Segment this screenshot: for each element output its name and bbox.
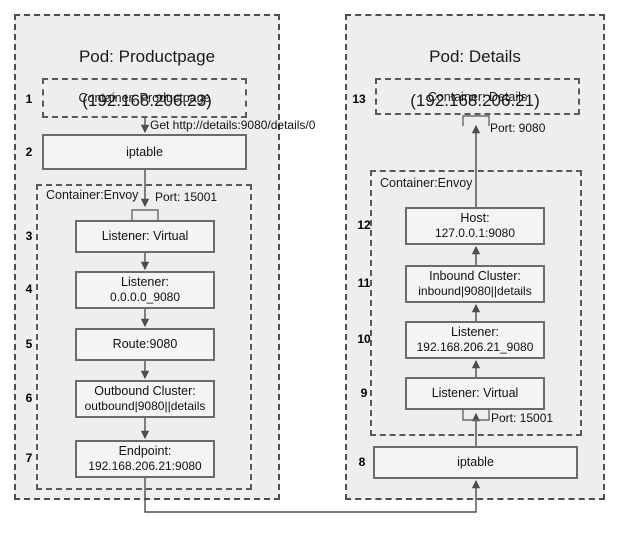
step-number-5: 5	[25, 337, 33, 351]
step-number-7: 7	[25, 451, 33, 465]
node-right-listener-9080-label: Listener:	[451, 325, 499, 339]
edge-label-right-port-9080: Port: 9080	[490, 121, 546, 135]
node-left-listener-9080-label: Listener:	[121, 275, 169, 289]
node-left-outbound-cluster[interactable]: Outbound Cluster: outbound|9080||details	[75, 380, 215, 418]
step-number-13: 13	[352, 92, 366, 106]
step-number-3: 3	[25, 229, 33, 243]
step-number-1: 1	[25, 92, 33, 106]
node-right-inbound-cluster-label: Inbound Cluster:	[429, 269, 521, 283]
step-number-8: 8	[358, 455, 366, 469]
node-left-listener-9080[interactable]: Listener: 0.0.0.0_9080	[75, 271, 215, 309]
container-right-envoy-label: Container:Envoy	[378, 176, 475, 190]
node-right-listener-virtual[interactable]: Listener: Virtual	[405, 377, 545, 410]
container-details-label: Container: Details	[427, 90, 528, 104]
step-number-10: 10	[357, 332, 371, 346]
container-left-envoy	[36, 184, 252, 490]
node-left-route-9080-label: Route:9080	[112, 337, 178, 351]
node-left-listener-virtual-label: Listener: Virtual	[101, 229, 189, 243]
pod-details-title-line2: (192.168.206.21)	[410, 91, 540, 110]
node-left-listener-virtual[interactable]: Listener: Virtual	[75, 220, 215, 253]
container-left-envoy-label: Container:Envoy	[44, 188, 141, 202]
node-left-endpoint-label: Endpoint:	[118, 444, 172, 458]
node-left-outbound-cluster-label: Outbound Cluster:	[94, 384, 196, 398]
pod-productpage	[14, 14, 280, 500]
edge-label-left-port-15001: Port: 15001	[155, 190, 218, 204]
container-productpage	[42, 78, 247, 118]
node-right-host-label: Host:	[460, 211, 490, 225]
pod-productpage-title-line2: (192.168.206.23)	[82, 91, 212, 110]
step-number-12: 12	[357, 218, 371, 232]
step-number-11: 11	[357, 276, 371, 290]
node-right-listener-9080-sublabel: 192.168.206.21_9080	[416, 340, 534, 354]
node-left-listener-9080-sublabel: 0.0.0.0_9080	[109, 290, 181, 304]
node-left-endpoint-sublabel: 192.168.206.21:9080	[88, 459, 202, 473]
node-right-host-sublabel: 127.0.0.1:9080	[434, 226, 516, 240]
node-right-listener-9080[interactable]: Listener: 192.168.206.21_9080	[405, 321, 545, 359]
pod-details-title: Pod: Details (192.168.206.21)	[345, 24, 605, 134]
node-left-iptable-label: iptable	[126, 144, 163, 159]
node-right-iptable[interactable]: iptable	[373, 446, 578, 479]
node-right-listener-virtual-label: Listener: Virtual	[431, 386, 519, 400]
node-right-inbound-cluster[interactable]: Inbound Cluster: inbound|9080||details	[405, 265, 545, 303]
step-number-9: 9	[360, 386, 368, 400]
step-number-2: 2	[25, 145, 33, 159]
container-details	[375, 78, 580, 115]
edge-label-right-port-15001: Port: 15001	[491, 411, 554, 425]
pod-details-title-line1: Pod: Details	[429, 47, 521, 66]
node-left-route-9080[interactable]: Route:9080	[75, 328, 215, 361]
step-number-4: 4	[25, 282, 33, 296]
pod-productpage-title: Pod: Productpage (192.168.206.23)	[14, 24, 280, 134]
node-left-iptable[interactable]: iptable	[42, 134, 247, 170]
node-right-host[interactable]: Host: 127.0.0.1:9080	[405, 207, 545, 245]
node-right-inbound-cluster-sublabel: inbound|9080||details	[418, 284, 532, 298]
pod-productpage-title-line1: Pod: Productpage	[78, 47, 216, 66]
container-productpage-label: Container: Productpage	[78, 91, 211, 105]
node-left-endpoint[interactable]: Endpoint: 192.168.206.21:9080	[75, 440, 215, 478]
edge-label-get-request: Get http://details:9080/details/0	[150, 118, 316, 132]
step-number-6: 6	[25, 391, 33, 405]
node-right-iptable-label: iptable	[457, 455, 494, 469]
node-left-outbound-cluster-sublabel: outbound|9080||details	[84, 399, 206, 413]
